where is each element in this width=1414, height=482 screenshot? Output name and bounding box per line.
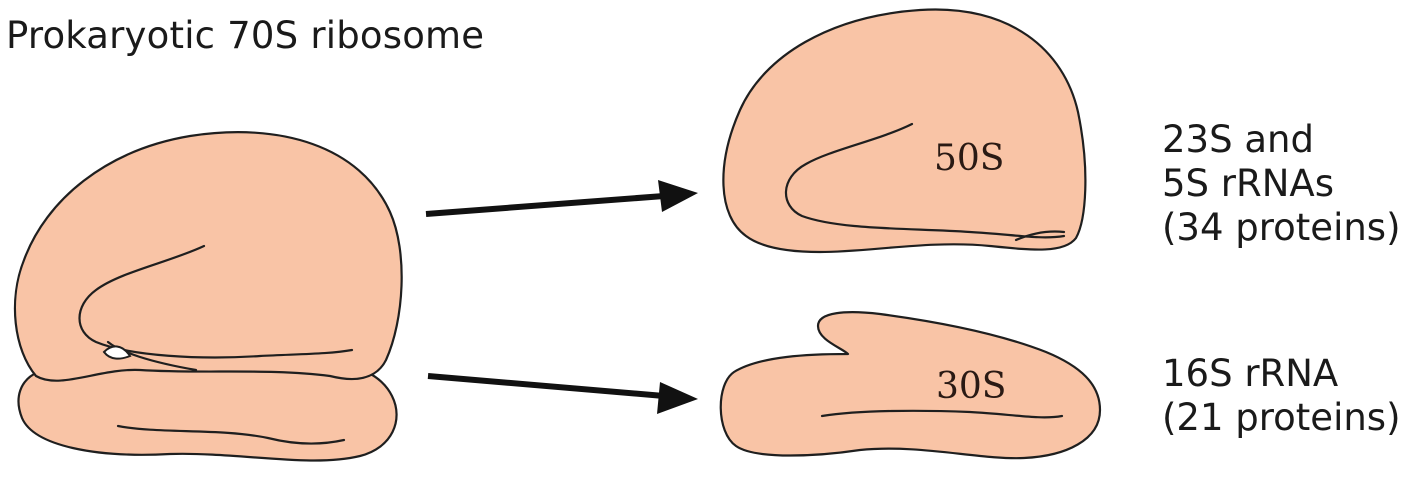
subunit-50s-description-line-2: 5S rRNAs xyxy=(1162,162,1401,206)
subunit-30s-description: 16S rRNA (21 proteins) xyxy=(1162,352,1401,440)
ribosome-70s-large-subunit-shape xyxy=(15,132,402,381)
subunit-30s-shape xyxy=(721,312,1100,458)
subunit-50s-label: 50S xyxy=(934,138,1004,179)
arrow-to-30s xyxy=(428,376,664,396)
subunit-30s-label: 30S xyxy=(936,366,1006,407)
arrow-to-50s-head xyxy=(658,180,698,212)
ribosome-70s-shape xyxy=(15,132,402,460)
arrow-to-50s xyxy=(426,196,664,214)
subunit-30s-description-line-2: (21 proteins) xyxy=(1162,396,1401,440)
subunit-50s-description-line-1: 23S and xyxy=(1162,118,1401,162)
subunit-50s-description: 23S and 5S rRNAs (34 proteins) xyxy=(1162,118,1401,250)
subunit-50s-description-line-3: (34 proteins) xyxy=(1162,206,1401,250)
subunit-30s-description-line-1: 16S rRNA xyxy=(1162,352,1401,396)
subunit-50s-shape xyxy=(723,9,1085,252)
arrow-to-30s-head xyxy=(657,382,698,414)
